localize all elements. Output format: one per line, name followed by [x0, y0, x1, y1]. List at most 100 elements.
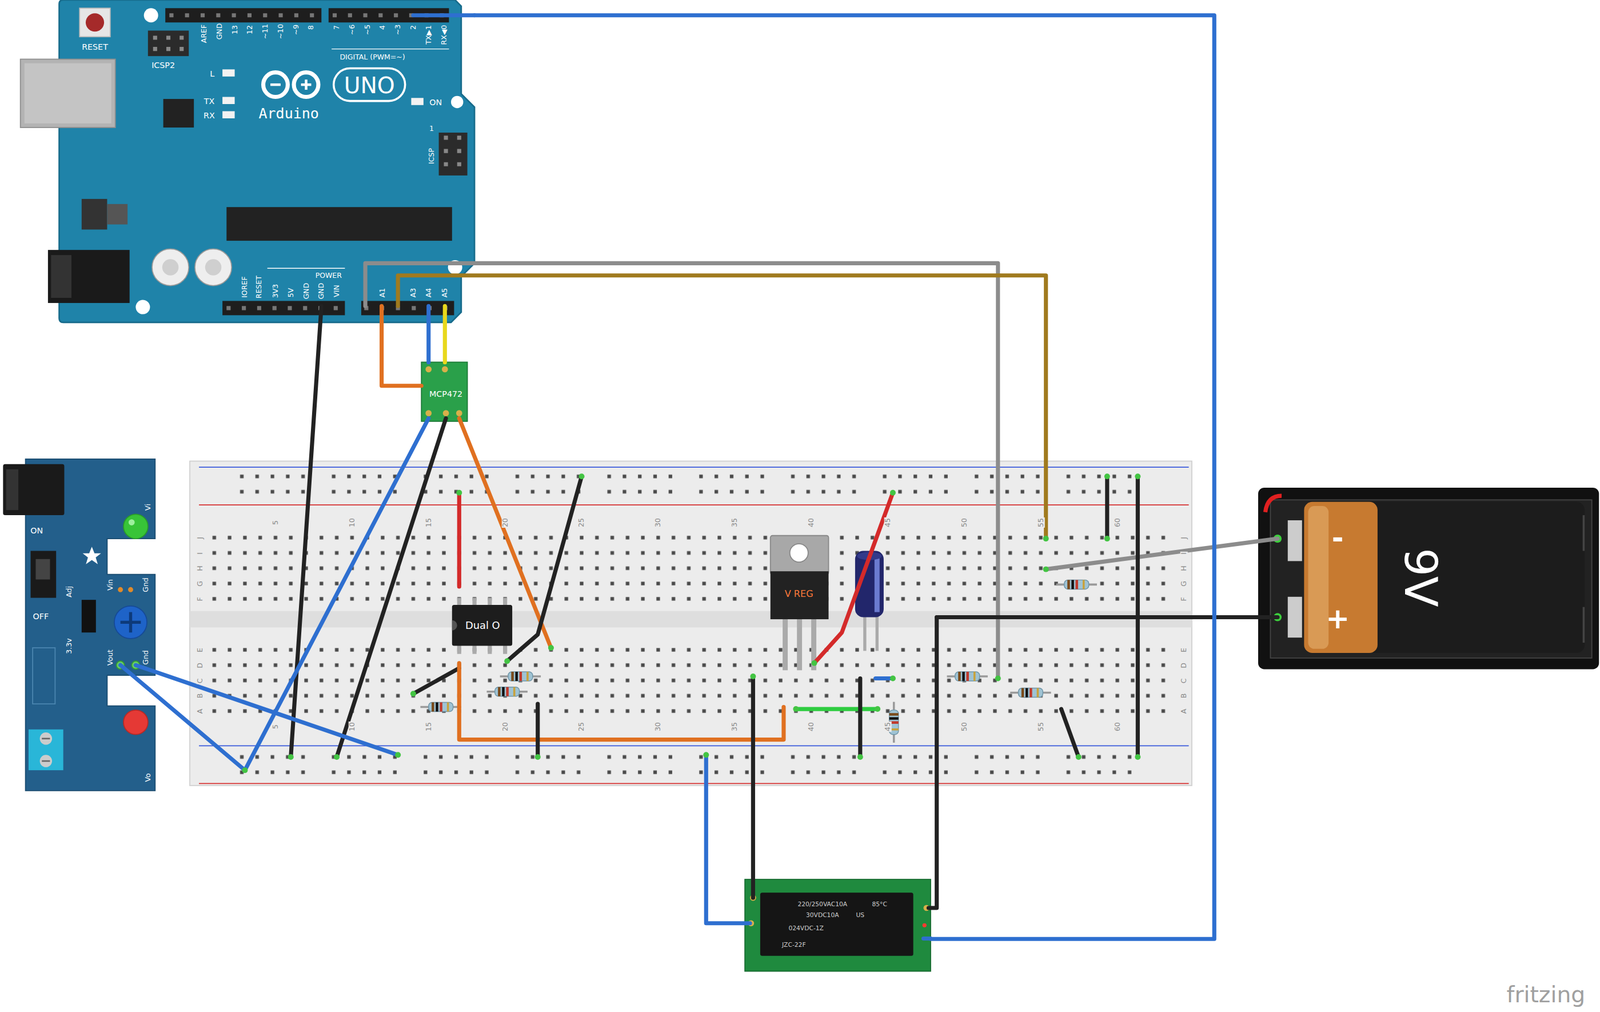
arduino-illustration — [331, 48, 449, 50]
power-module-illustration — [129, 612, 133, 633]
connected-hole — [1104, 535, 1111, 542]
pin-label: ~3 — [394, 24, 402, 35]
pin-label: A1 — [378, 288, 387, 298]
arduino-board: RESETICSP2AREFGND1312~11~10~987~6~54~32T… — [59, 0, 476, 323]
relay-rating: JZC-22F — [781, 942, 807, 949]
row-letter: E — [1179, 647, 1188, 653]
jumper-wire — [413, 668, 460, 694]
connected-hole — [241, 767, 248, 773]
capacitor-symbol — [874, 556, 880, 612]
column-number: 25 — [577, 517, 586, 528]
power-module-illustration — [2, 464, 65, 516]
row-letter: G — [196, 580, 205, 588]
battery-illustration — [1582, 515, 1586, 551]
dac-illustration — [425, 366, 432, 373]
battery-illustration — [1303, 501, 1378, 653]
arduino-illustration — [48, 249, 130, 303]
power-module-illustration — [6, 469, 19, 510]
op-amp-illustration — [452, 604, 513, 646]
op-amp-illustration — [452, 620, 458, 631]
pin-label: DIGITAL (PWM=~) — [340, 53, 406, 62]
capacitor-symbol — [875, 612, 879, 652]
column-number: 20 — [501, 517, 509, 528]
column-number: 25 — [577, 721, 586, 732]
breadboard — [234, 468, 1153, 500]
connected-hole — [578, 473, 585, 480]
connected-hole — [410, 690, 417, 697]
jumper-wire — [459, 418, 552, 648]
capacitor-symbol — [855, 551, 884, 652]
power-module-illustration — [28, 729, 64, 770]
op-amp-illustration — [503, 644, 508, 654]
jumper-wire — [928, 616, 937, 908]
column-number: 55 — [1037, 517, 1045, 528]
regulator-illustration — [770, 571, 829, 620]
pin-label: RX◀0 — [440, 24, 448, 45]
jumper-wire — [1046, 538, 1278, 570]
column-number: 30 — [654, 517, 662, 528]
connected-hole — [1075, 753, 1082, 760]
pin-label: GND — [317, 282, 326, 299]
jumper-wire — [936, 615, 1278, 620]
battery-illustration — [1287, 596, 1303, 638]
connected-hole — [1043, 566, 1049, 573]
arduino-illustration — [162, 258, 179, 276]
power-module-illustration — [82, 546, 102, 564]
jumper-wire — [705, 754, 750, 923]
pin-label: ~9 — [292, 24, 300, 35]
pin-label: ~5 — [363, 24, 371, 35]
arduino-illustration — [50, 254, 72, 298]
pin-label: Adj — [65, 585, 74, 598]
arduino-illustration — [222, 97, 235, 105]
power-module-illustration — [114, 605, 147, 639]
arduino-illustration — [135, 300, 150, 315]
regulator-illustration — [770, 535, 829, 575]
dac-illustration — [443, 409, 450, 417]
arduino-illustration — [153, 35, 186, 40]
regulator-illustration — [796, 616, 803, 670]
resistor-symbol — [947, 671, 988, 681]
pin-label: ~10 — [277, 24, 285, 39]
breadboard — [198, 466, 1189, 468]
arduino-illustration — [152, 248, 189, 286]
capacitor-symbol — [863, 612, 867, 652]
arduino-illustration — [79, 8, 111, 37]
pin-label: 5V — [286, 288, 295, 298]
power-module-illustration — [128, 587, 134, 593]
relay-module: 85°C220/250VAC10AUS30VDC10A024VDC-1ZJZC-… — [744, 879, 931, 972]
row-letter: A — [1179, 708, 1188, 715]
connected-hole — [749, 673, 756, 680]
breadboard — [198, 782, 1189, 784]
column-number: 5 — [272, 519, 280, 526]
relay-rating: US — [855, 912, 865, 919]
arduino-illustration — [226, 305, 345, 310]
column-number: 40 — [807, 517, 816, 528]
arduino-illustration — [24, 63, 112, 124]
battery-label: + — [1325, 604, 1350, 633]
dac-illustration — [421, 361, 468, 421]
wire — [426, 322, 431, 363]
connected-hole — [456, 489, 462, 496]
connected-hole — [703, 751, 709, 758]
column-number: 50 — [960, 721, 969, 732]
power-module-illustration — [81, 599, 97, 633]
column-number: 20 — [501, 721, 509, 732]
pin-label: IOREF — [241, 276, 249, 298]
pin-label: Vout — [106, 649, 115, 666]
jumper-wire — [135, 664, 398, 755]
battery: -+9V — [1258, 487, 1599, 670]
jumper-wire — [535, 703, 540, 757]
arduino-illustration — [293, 72, 319, 98]
connected-hole — [1043, 535, 1049, 542]
column-number: 10 — [348, 721, 357, 732]
connected-hole — [811, 660, 817, 666]
op-amp-illustration — [457, 597, 462, 606]
arduino-illustration — [361, 300, 454, 315]
column-number: 40 — [807, 721, 816, 732]
jumper-wire — [365, 262, 999, 678]
connected-hole — [1134, 473, 1141, 480]
jumper-wire — [397, 275, 1047, 539]
op-amp-illustration — [503, 597, 508, 606]
pin-label: A3 — [409, 288, 418, 298]
